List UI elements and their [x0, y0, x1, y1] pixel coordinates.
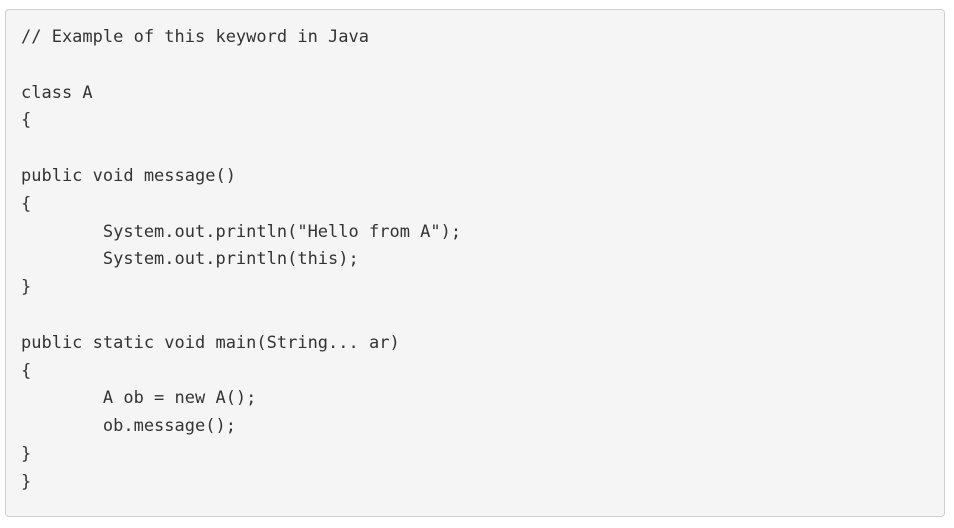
code-line: public static void main(String... ar) — [21, 332, 400, 353]
code-line: public void message() — [21, 165, 236, 186]
code-line: { — [21, 193, 32, 214]
code-line: { — [21, 110, 32, 131]
code-line — [21, 135, 944, 163]
code-line: System.out.println(this); — [21, 249, 359, 270]
code-line: A ob = new A(); — [21, 388, 257, 409]
code-line: ob.message(); — [21, 416, 236, 437]
code-line: } — [21, 277, 32, 298]
code-line — [21, 52, 944, 80]
code-line: System.out.println("Hello from A"); — [21, 221, 462, 242]
code-block: // Example of this keyword in Java class… — [5, 9, 945, 517]
code-line: { — [21, 360, 32, 381]
code-line — [21, 302, 944, 330]
code-line: } — [21, 443, 32, 464]
code-line: class A — [21, 82, 93, 103]
code-line: } — [21, 471, 32, 492]
code-line: // Example of this keyword in Java — [21, 27, 369, 47]
